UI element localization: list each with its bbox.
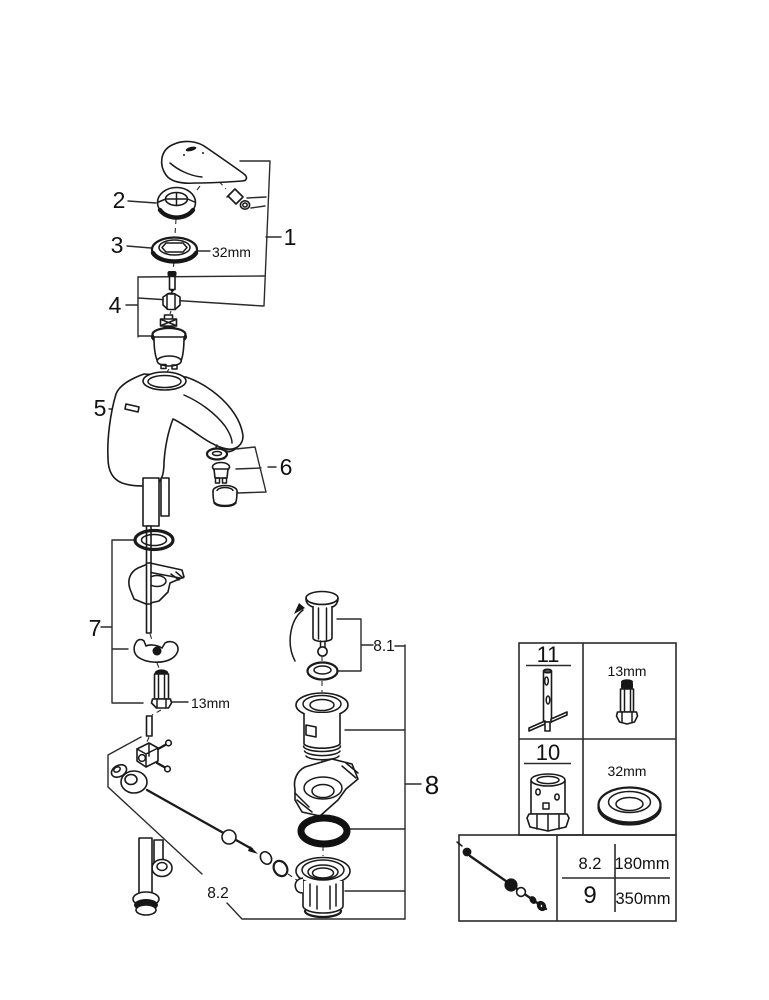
ring-32mm-drawing	[597, 786, 662, 826]
escutcheon-ring-drawing	[156, 186, 197, 220]
lever-handle-drawing	[160, 140, 251, 211]
drain-assembly-drawing	[293, 692, 359, 919]
supply-hose-bottom-drawing	[132, 837, 173, 916]
callout-7-label: 7	[89, 615, 102, 641]
popup-rod-assembly-drawing	[110, 715, 289, 878]
callout-2-label: 2	[113, 187, 126, 213]
tool-11-label: 11	[537, 642, 560, 667]
callout-6-label: 6	[280, 454, 293, 480]
tool-sleeve-drawing	[526, 773, 570, 832]
tool-socket-wrench-drawing	[528, 668, 568, 732]
callout-5-label: 5	[94, 395, 107, 421]
supply-hose-top-drawing	[142, 477, 170, 527]
size-row2-ref: 9	[583, 882, 596, 909]
size-row1-length: 180mm	[614, 855, 669, 873]
faucet-body-drawing	[107, 371, 244, 487]
tool-socket-13mm-drawing	[615, 679, 639, 725]
size-row2-length: 350mm	[615, 890, 670, 908]
callout-8-2-label: 8.2	[207, 885, 229, 902]
callout-8-label: 8	[425, 770, 439, 800]
size-table-border	[458, 834, 677, 922]
tool-panel: 11 13mm 10	[518, 642, 677, 836]
cap-part3-drawing	[150, 236, 199, 264]
popup-plug-drawing	[289, 590, 339, 681]
mounting-kit-drawing	[128, 525, 185, 709]
dimension-13mm-label: 13mm	[191, 695, 230, 711]
callout-8-1-label: 8.1	[373, 638, 395, 655]
ring-32mm-label: 32mm	[608, 763, 647, 779]
callout-1-label: 1	[284, 224, 297, 250]
dimension-32mm-label: 32mm	[212, 244, 251, 260]
size-row1-ref: 8.2	[579, 855, 602, 873]
tool-10-label: 10	[536, 740, 560, 765]
handle-screw-drawing	[226, 188, 251, 211]
rod-length-drawing	[456, 841, 548, 912]
cartridge-drawing	[150, 314, 188, 370]
tool-13mm-label: 13mm	[608, 663, 647, 679]
callout-3-label: 3	[111, 232, 124, 258]
callout-labels: 1 2 3 4 5 6 7 8 8.1 8.2 32mm 13mm	[89, 187, 440, 902]
callout-4-label: 4	[109, 292, 122, 318]
size-table-panel: 8.2 180mm 9 350mm	[456, 834, 677, 922]
screw-part4-drawing	[162, 271, 181, 311]
aerator-drawing	[205, 447, 238, 508]
